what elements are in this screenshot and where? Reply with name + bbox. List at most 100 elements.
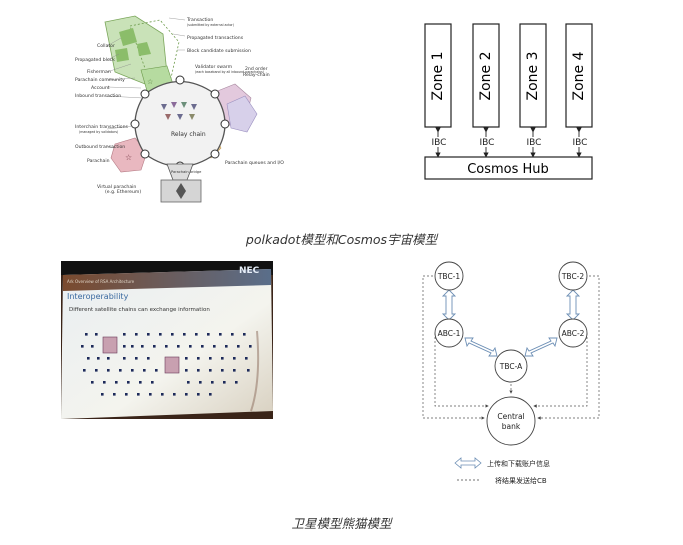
chain-dot [107,357,110,360]
chain-dot [155,369,158,372]
chain-dot [231,333,234,336]
chain-dot [83,369,86,372]
label-propagated-block: Propagated block [75,57,115,63]
relay-chain-label: Relay chain [171,131,206,138]
chain-dot [95,333,98,336]
chain-dot [113,393,116,396]
chain-dot [185,393,188,396]
svg-text:ABC-1: ABC-1 [438,329,461,338]
node-abc1: ABC-1 [434,318,464,348]
satellite-hub-right [164,356,180,374]
chain-dot [233,369,236,372]
chain-dot [225,345,228,348]
chain-dot [195,333,198,336]
zone-3-label: Zone 3 [525,52,541,101]
node-abc2: ABC-2 [558,318,588,348]
chain-dot [123,333,126,336]
chain-dot [103,381,106,384]
satellite-slide: NEC Ark Overview of RSA Architecture Int… [61,261,273,419]
label-virtual-parachain: Virtual parachain [97,184,136,190]
chain-dot [183,333,186,336]
caption-top: polkadot模型和Cosmos宇宙模型 [245,232,438,247]
chain-dot [125,393,128,396]
label-parachain-community: Parachain community [75,77,125,83]
chain-dot [173,393,176,396]
ibc-label-3: IBC [527,138,542,148]
legend-upload-download: 上传和下载账户信息 [487,459,550,468]
chain-dot [127,381,130,384]
label-interchain-sub: (managed by validators) [79,130,118,134]
chain-dot [147,357,150,360]
chain-dot [153,345,156,348]
svg-text:TBC-1: TBC-1 [437,272,461,281]
nec-logo: NEC [239,266,260,276]
chain-dot [171,333,174,336]
chain-dot [221,369,224,372]
label-collator: Collator [97,43,115,49]
chain-dot [97,357,100,360]
chain-dot [107,369,110,372]
node-central-bank: Central bank [486,396,536,446]
label-fisherman: Fisherman [87,69,111,75]
chain-dot [165,345,168,348]
chain-dot [245,357,248,360]
cosmos-diagram: Zone 1 Zone 2 Zone 3 Zone 4 IBC IBC IBC … [424,23,593,180]
chain-dot [199,381,202,384]
label-transaction: Transaction [186,17,213,23]
chain-dot [185,357,188,360]
label-second-order: 2nd order [245,66,268,72]
chain-dot [159,333,162,336]
relay-chain-ring: Relay chain [130,75,230,171]
svg-text:Central: Central [497,412,524,421]
zone-4-label: Zone 4 [571,51,587,100]
zone-2-label: Zone 2 [478,52,494,101]
label-propagated-transactions: Propagated transactions [187,35,244,41]
chain-dot [185,369,188,372]
chain-dot [135,333,138,336]
chain-dot [147,333,150,336]
chain-dot [247,369,250,372]
chain-dot [243,333,246,336]
parachain-shape [110,137,148,173]
label-virtual-sub: (e.g. Ethereum) [105,189,141,195]
ibc-label-1: IBC [432,138,447,148]
zone-4: Zone 4 [565,23,593,128]
svg-text:☆: ☆ [147,78,153,86]
chain-dot [219,333,222,336]
chain-dot [201,345,204,348]
label-relay-chain-2: Relay-chain [243,72,270,78]
label-block-candidate: Block candidate submission [187,48,251,54]
node-tbc1: TBC-1 [434,261,464,291]
chain-dot [221,357,224,360]
arrow-tbc1-abc1 [441,289,457,321]
chain-dot [209,357,212,360]
chain-dot [87,357,90,360]
chain-dot [213,345,216,348]
chain-dot [131,369,134,372]
chain-dot [115,381,118,384]
arrow-abc1-tbca [464,337,498,357]
caption-bottom: 卫星模型熊猫模型 [291,516,392,531]
chain-dot [131,345,134,348]
legend-send-to-cb: 将结果发送给CB [495,476,547,485]
chain-dot [101,393,104,396]
chain-dot [197,357,200,360]
chain-dot [187,381,190,384]
label-interchain-transactions: Interchain transactions [75,124,129,130]
chain-dot [209,369,212,372]
node-tbc2: TBC-2 [558,261,588,291]
chain-dot [211,381,214,384]
zone-1-label: Zone 1 [430,52,446,101]
chain-dot [137,393,140,396]
chain-dot [85,333,88,336]
chain-dot [141,345,144,348]
label-parachain-bridge: Parachain bridge [171,170,202,174]
label-outbound-transaction: Outbound transaction [75,144,125,150]
label-transaction-sub: (submitted by external actor) [187,23,234,27]
zone-2: Zone 2 [472,23,500,128]
virtual-parachain [160,163,202,203]
zone-3: Zone 3 [519,23,547,128]
chain-dot [249,345,252,348]
panda-diagram: TBC-1 TBC-2 ABC-1 ABC-2 TBC-A Central ba… [422,261,600,485]
slide-subtitle: Different satellite chains can exchange … [69,307,210,313]
